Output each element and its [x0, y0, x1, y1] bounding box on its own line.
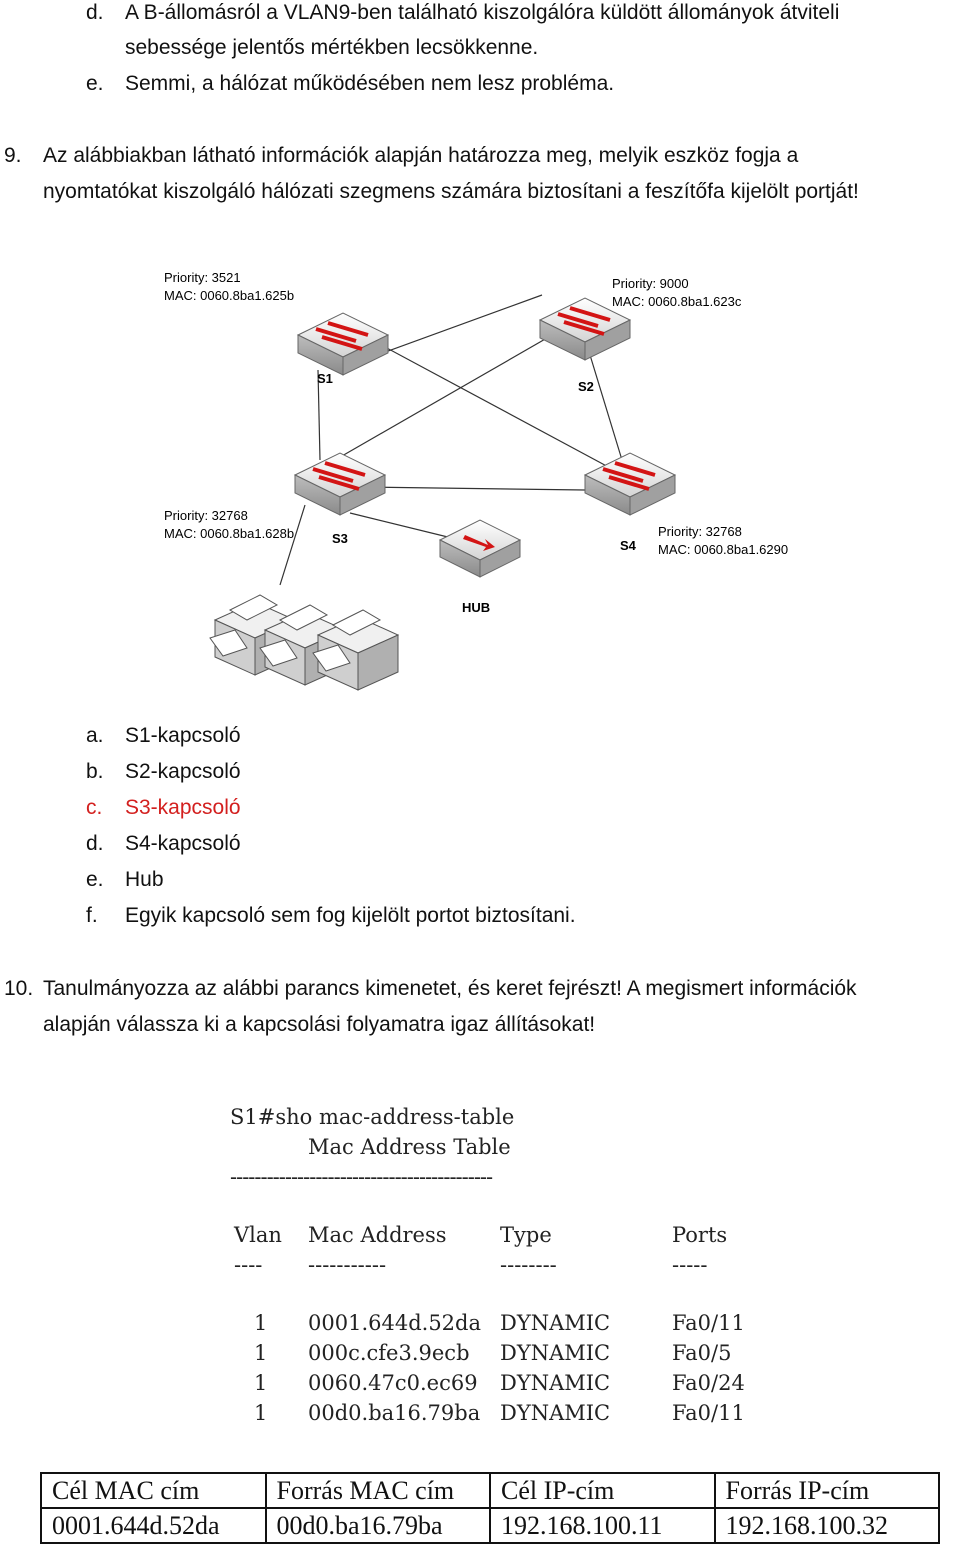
frame-header-row: Cél MAC cím Forrás MAC cím Cél IP-cím Fo…: [40, 1472, 940, 1509]
option-text: Hub: [125, 868, 164, 891]
frame-value-cell: 192.168.100.32: [713, 1507, 940, 1544]
cli-column-header: Mac Address: [308, 1223, 447, 1247]
cli-table-cell: 0001.644d.52da: [308, 1311, 482, 1335]
cli-output: S1#sho mac-address-table Mac Address Tab…: [230, 1105, 790, 1435]
cli-table-cell: 0060.47c0.ec69: [308, 1371, 478, 1395]
switch-s3-label: S3: [332, 531, 348, 546]
question-10-number: 10.: [4, 977, 34, 1000]
network-diagram: S1 Priority: 3521 MAC: 0060.8ba1.625b S2…: [164, 270, 788, 691]
cli-table-cell: 000c.cfe3.9ecb: [308, 1341, 470, 1365]
switch-s1-mac: MAC: 0060.8ba1.625b: [164, 288, 294, 303]
cli-table-cell: 1: [254, 1371, 268, 1395]
cli-column-underline: --------: [500, 1253, 557, 1277]
question-9-line1: Az alábbiakban látható információk alapj…: [43, 144, 799, 167]
cli-column-underline: ----: [234, 1253, 263, 1277]
cli-column-header: Type: [500, 1223, 552, 1247]
frame-value-cell: 192.168.100.11: [489, 1507, 716, 1544]
cli-separator: ----------------------------------------…: [230, 1165, 493, 1189]
cli-command: S1#sho mac-address-table: [230, 1105, 515, 1129]
cli-table-cell: DYNAMIC: [500, 1311, 611, 1335]
option-text: S4-kapcsoló: [125, 832, 241, 855]
option-marker: e.: [86, 868, 104, 891]
question-10-line1: Tanulmányozza az alábbi parancs kimenete…: [43, 977, 857, 1000]
cli-table-cell: 00d0.ba16.79ba: [308, 1401, 481, 1425]
option-d-text-line1: A B-állomásról a VLAN9-ben található kis…: [125, 1, 840, 24]
option-e-marker: e.: [86, 72, 104, 95]
option-marker: d.: [86, 832, 104, 855]
switch-arrows-icon: [315, 321, 369, 351]
option-d-text-line2: sebessége jelentős mértékben lecsökkenne…: [125, 36, 539, 59]
switch-s4: [583, 452, 677, 516]
switch-s2-label: S2: [578, 379, 594, 394]
cli-column-underline: -----: [672, 1253, 708, 1277]
question-9-number: 9.: [4, 144, 22, 167]
option-text: S1-kapcsoló: [125, 724, 241, 747]
switch-s4-label: S4: [620, 538, 637, 553]
cli-table-cell: DYNAMIC: [500, 1371, 611, 1395]
cli-table-title: Mac Address Table: [308, 1135, 511, 1159]
switch-s3-priority: Priority: 32768: [164, 508, 248, 523]
switch-s2: [538, 297, 632, 361]
frame-value-cell: 00d0.ba16.79ba: [264, 1507, 491, 1544]
option-text: S2-kapcsoló: [125, 760, 241, 783]
cli-table-cell: Fa0/5: [672, 1341, 732, 1365]
frame-header-cell: Cél IP-cím: [489, 1472, 716, 1509]
cli-column-header: Ports: [672, 1223, 728, 1247]
cli-table-cell: Fa0/24: [672, 1371, 745, 1395]
option-text: Egyik kapcsoló sem fog kijelölt portot b…: [125, 904, 576, 927]
cli-table-cell: 1: [254, 1341, 268, 1365]
switch-arrows-icon: [602, 461, 656, 491]
option-e-text: Semmi, a hálózat működésében nem lesz pr…: [125, 72, 615, 95]
frame-header-cell: Cél MAC cím: [40, 1472, 267, 1509]
option-marker: b.: [86, 760, 104, 783]
hub: [438, 519, 522, 578]
cli-column-header: Vlan: [234, 1223, 282, 1247]
frame-header-cell: Forrás IP-cím: [713, 1472, 940, 1509]
cli-table-cell: Fa0/11: [672, 1311, 745, 1335]
switch-s1-priority: Priority: 3521: [164, 270, 241, 285]
cli-table-cell: 1: [254, 1311, 268, 1335]
switch-s2-priority: Priority: 9000: [612, 276, 689, 291]
switch-s4-mac: MAC: 0060.8ba1.6290: [658, 542, 788, 557]
frame-value-row: 0001.644d.52da 00d0.ba16.79ba 192.168.10…: [40, 1507, 940, 1544]
option-text: S3-kapcsoló: [125, 796, 241, 819]
question-9-line2: nyomtatókat kiszolgáló hálózati szegmens…: [43, 180, 859, 203]
cli-table-cell: DYNAMIC: [500, 1341, 611, 1365]
option-marker: c.: [86, 796, 103, 819]
option-marker: f.: [86, 904, 98, 927]
hub-label: HUB: [462, 600, 490, 615]
switch-s3: [293, 452, 387, 516]
option-marker: a.: [86, 724, 104, 747]
switch-s4-priority: Priority: 32768: [658, 524, 742, 539]
cli-table-cell: 1: [254, 1401, 268, 1425]
cli-table-cell: Fa0/11: [672, 1401, 745, 1425]
printer-icon: [312, 609, 400, 691]
switch-arrows-icon: [312, 461, 366, 491]
frame-header-table: Cél MAC cím Forrás MAC cím Cél IP-cím Fo…: [40, 1472, 940, 1544]
option-d-marker: d.: [86, 1, 104, 24]
frame-header-cell: Forrás MAC cím: [264, 1472, 491, 1509]
frame-value-cell: 0001.644d.52da: [40, 1507, 267, 1544]
switch-arrows-icon: [557, 306, 611, 336]
cli-column-underline: -----------: [308, 1253, 387, 1277]
switch-s1-label: S1: [317, 371, 333, 386]
hub-arrow-icon: [463, 535, 495, 551]
switch-s1: [296, 312, 390, 376]
switch-s2-mac: MAC: 0060.8ba1.623c: [612, 294, 742, 309]
cli-table-cell: DYNAMIC: [500, 1401, 611, 1425]
switch-s3-mac: MAC: 0060.8ba1.628b: [164, 526, 294, 541]
question-10-line2: alapján válassza ki a kapcsolási folyama…: [43, 1013, 596, 1036]
